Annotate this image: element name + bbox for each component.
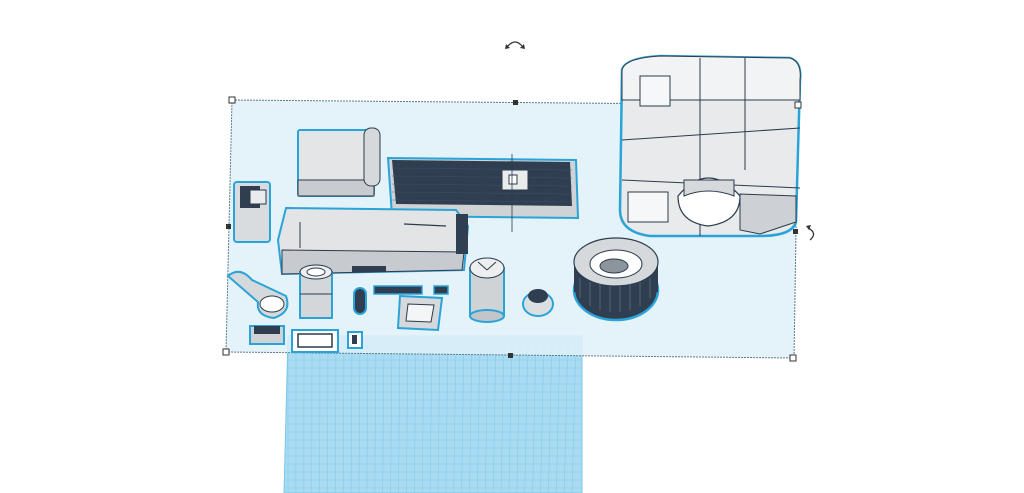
grid-line [469,335,473,493]
edge-handle-left[interactable] [226,224,231,229]
grid-line [540,335,545,493]
grid-line [437,335,441,493]
grid-line [548,335,553,493]
edge-handle-right[interactable] [793,229,798,234]
workplane[interactable] [283,335,583,493]
grid-line [429,335,433,493]
hinge-box-part[interactable] [297,127,381,197]
corner-handle-top-left[interactable] [228,96,236,104]
long-case-part[interactable] [276,206,470,276]
grid-line [382,335,385,493]
grid-line [350,335,353,493]
corner-handle-bottom-right[interactable] [789,354,797,362]
grid-line [571,335,577,493]
grid-line [327,335,329,493]
grid-line [406,335,409,493]
strip-part[interactable] [373,285,423,295]
grid-line [342,335,345,493]
grid-line [453,335,457,493]
grid-line [358,335,361,493]
grid-line [500,335,505,493]
grid-line [516,335,521,493]
grid-line [445,335,449,493]
grid-line [335,335,337,493]
grid-line [484,335,489,493]
edge-handle-bottom[interactable] [508,353,513,358]
grid-line [398,335,401,493]
pill-part[interactable] [353,287,367,315]
grid-line [421,335,425,493]
grid-line [374,335,377,493]
dark-panel-part[interactable] [386,154,580,232]
edge-handle-top[interactable] [513,100,518,105]
cylinder-part[interactable] [469,257,505,323]
side-bracket-part[interactable] [233,181,271,243]
grid-line [563,335,569,493]
grid-line [555,335,561,493]
grid-line [390,335,393,493]
rect-frame-part[interactable] [291,329,339,353]
knurled-ring-part[interactable] [572,237,660,322]
grid-line [477,335,481,493]
grid-line [413,335,417,493]
tube-part[interactable] [299,264,333,319]
clip-part[interactable] [347,331,363,349]
rotate-arrow-icon[interactable] [505,41,525,49]
square-frame-part[interactable] [396,294,444,332]
knob-part[interactable] [522,289,554,317]
large-housing-part[interactable] [618,54,802,238]
grid-line [492,335,497,493]
grid-line [508,335,513,493]
corner-handle-bottom-left[interactable] [222,348,230,356]
grid-line [532,335,537,493]
rotate-arrow-icon[interactable] [806,225,815,241]
funnel-part[interactable] [226,270,289,320]
chip-part[interactable] [433,285,449,295]
grid-line [366,335,369,493]
grid-line [524,335,529,493]
selection-handles[interactable] [222,96,802,362]
corner-handle-top-right[interactable] [794,101,802,109]
grill-block-part[interactable] [249,325,285,345]
grid-line [461,335,465,493]
